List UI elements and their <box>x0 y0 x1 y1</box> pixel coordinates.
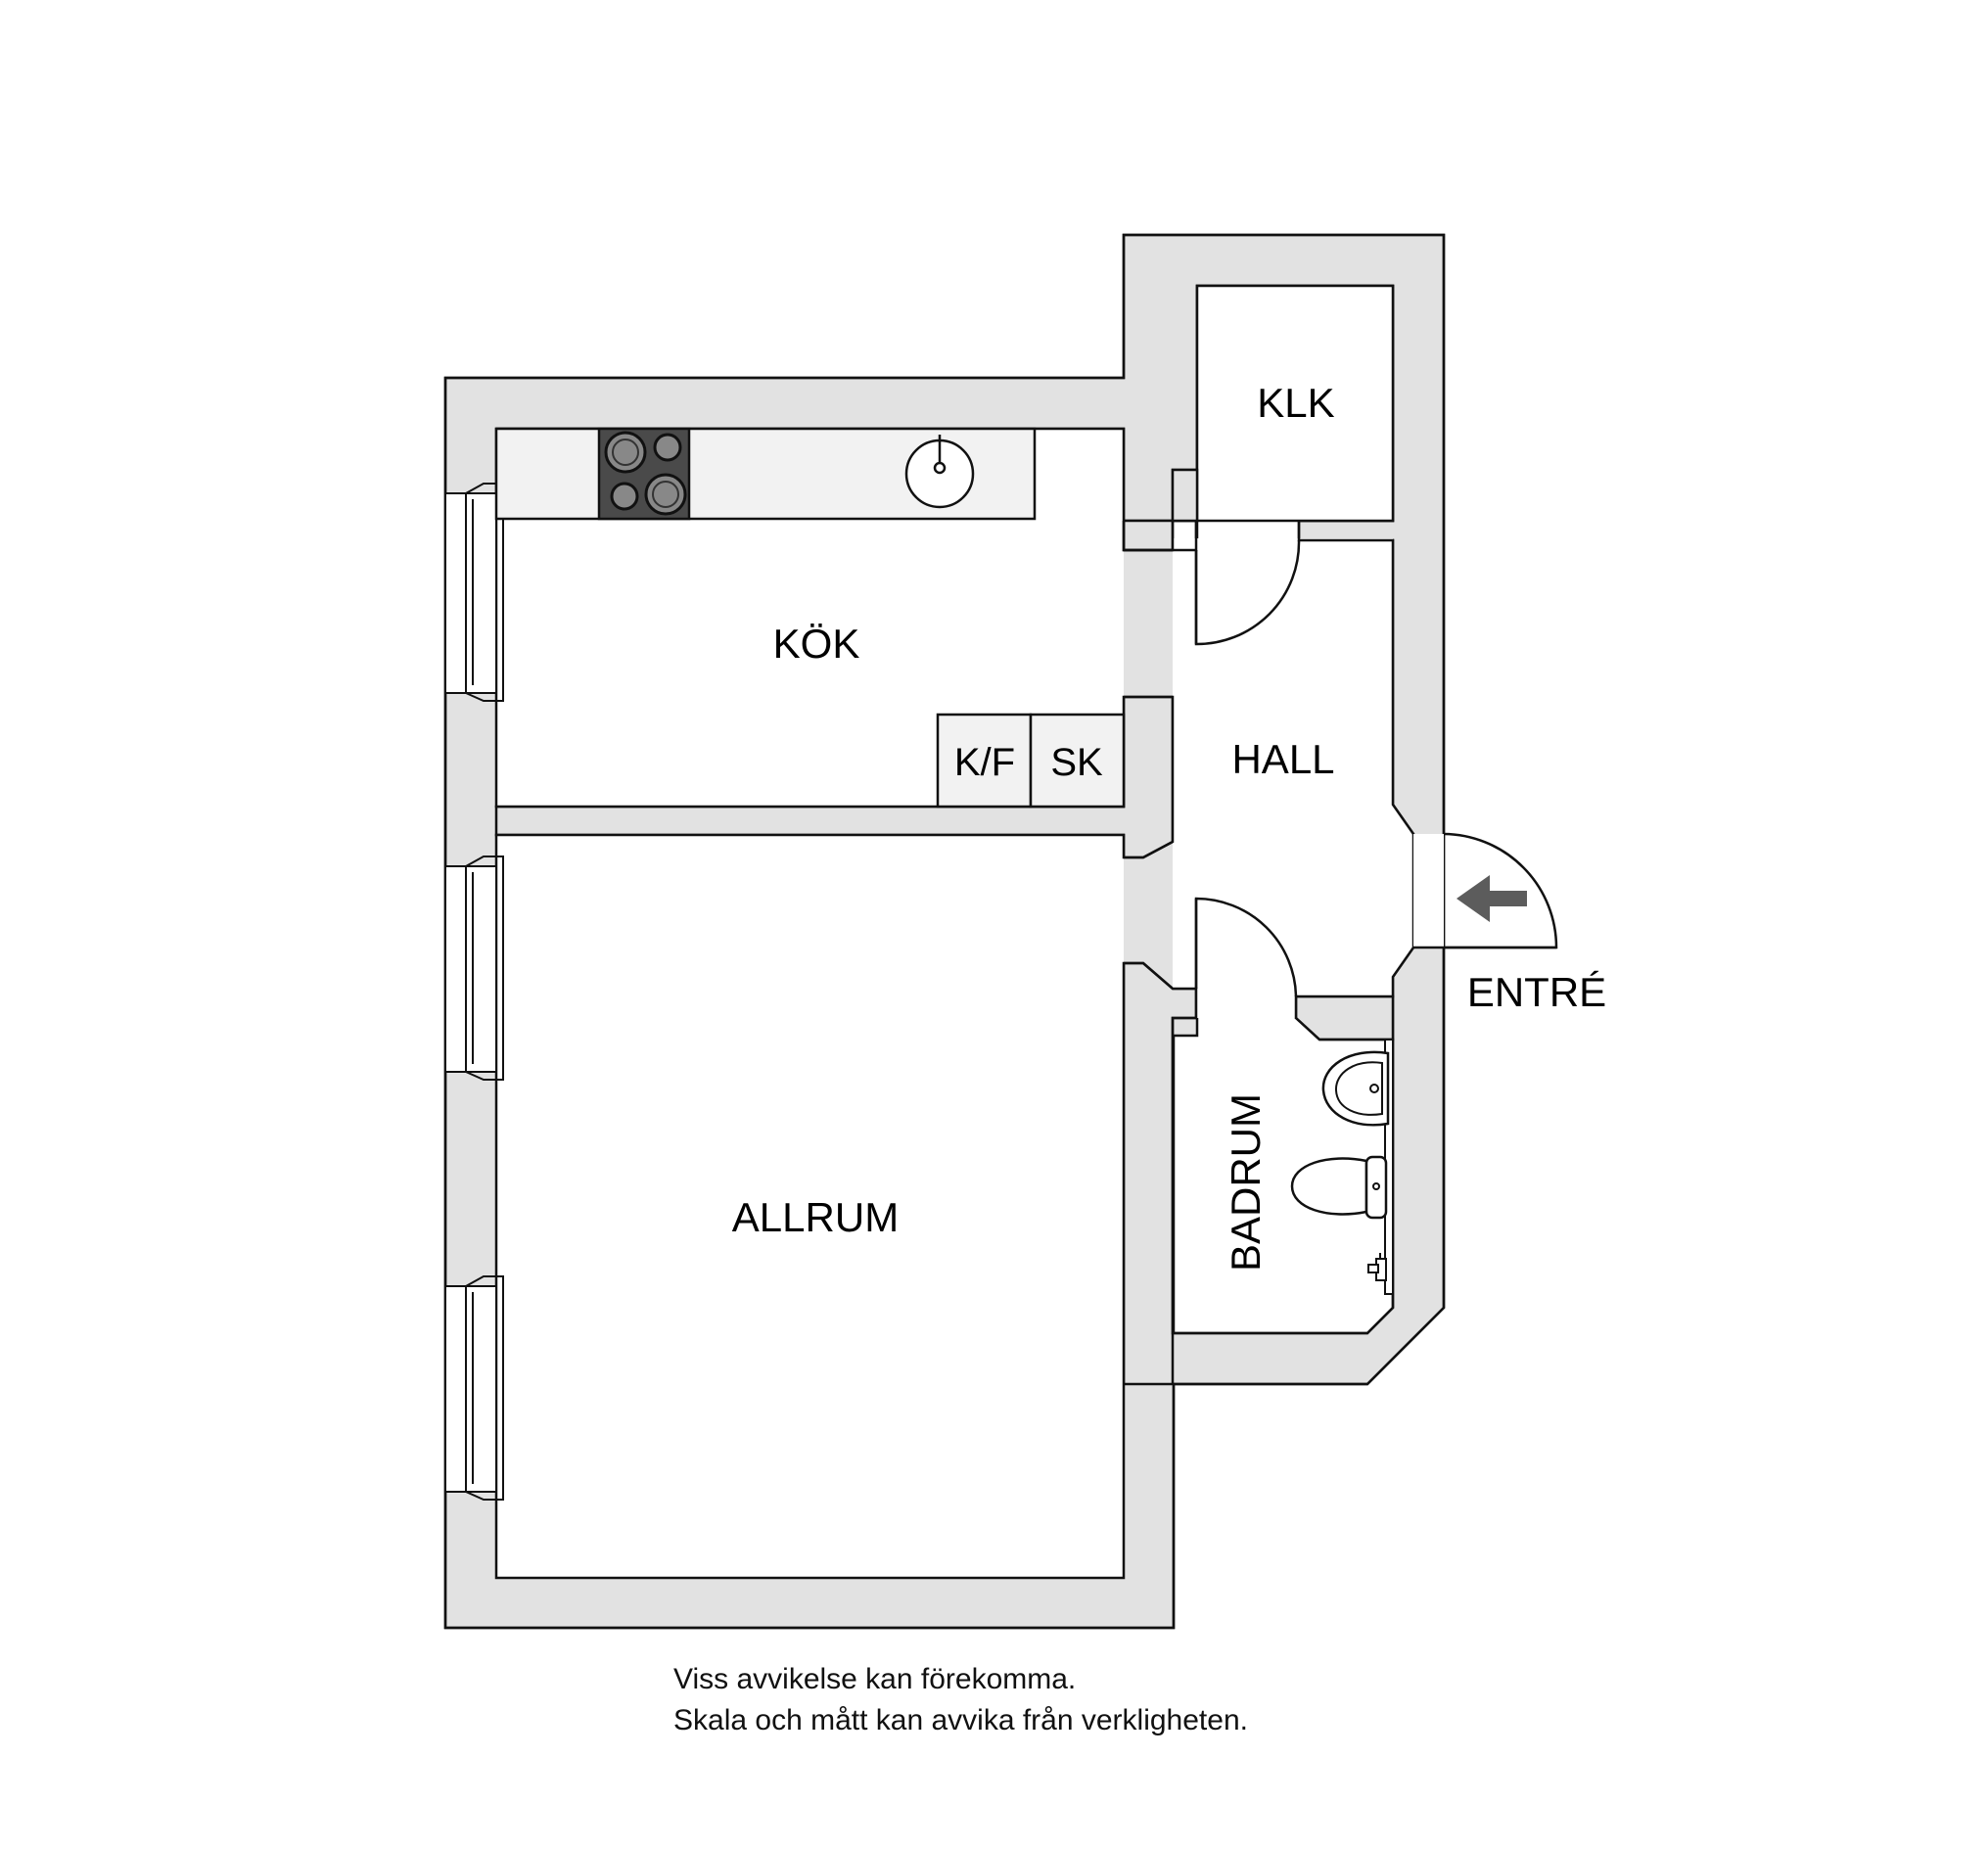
closet-door-swing[interactable] <box>1194 539 1301 646</box>
window-allrum-lower <box>444 1275 504 1501</box>
disclaimer: Viss avvikelse kan förekomma. Skala och … <box>673 1659 1248 1741</box>
bath-door-swing[interactable] <box>1194 897 1298 997</box>
washbasin-icon <box>1321 1050 1390 1127</box>
room-label-badrum: BADRUM <box>1223 1093 1269 1272</box>
window-allrum-upper <box>444 856 504 1081</box>
room-label-klk: KLK <box>1257 380 1334 426</box>
toilet-icon <box>1290 1155 1388 1220</box>
room-label-allrum: ALLRUM <box>732 1194 899 1240</box>
stove-icon <box>597 427 691 521</box>
wardrobe-unit <box>1029 713 1126 809</box>
klk-wall-returns <box>1122 521 1175 552</box>
room-label-kok: KÖK <box>773 621 860 667</box>
disclaimer-line-1: Viss avvikelse kan förekomma. <box>673 1663 1077 1695</box>
faucet-icon <box>1367 1253 1387 1281</box>
outer-wall-outline <box>443 233 1446 1630</box>
kitchen-hall-wall <box>1122 519 1175 552</box>
closet-klk <box>1195 284 1395 523</box>
kitchen-floor <box>496 429 1124 807</box>
fridge-freezer-unit <box>936 713 1033 809</box>
bath-top-wall <box>1294 994 1395 1041</box>
room-label-hall: HALL <box>1231 736 1334 782</box>
closet-jamb-left <box>1171 468 1199 523</box>
hall-floor <box>1173 538 1413 1018</box>
sink-icon <box>904 435 975 509</box>
arrow-left-icon <box>1456 875 1527 922</box>
room-label-entre: ENTRÉ <box>1467 969 1606 1015</box>
disclaimer-line-2: Skala och mått kan avvika från verklighe… <box>673 1704 1248 1736</box>
entry-door-swing[interactable] <box>1443 832 1558 949</box>
fixture-label-wardrobe: SK <box>1050 741 1103 784</box>
entry-door-opening <box>1413 834 1444 948</box>
fixture-label-fridge-freezer: K/F <box>954 741 1015 784</box>
window-kitchen <box>444 483 504 702</box>
allrum-floor <box>496 835 1124 1578</box>
